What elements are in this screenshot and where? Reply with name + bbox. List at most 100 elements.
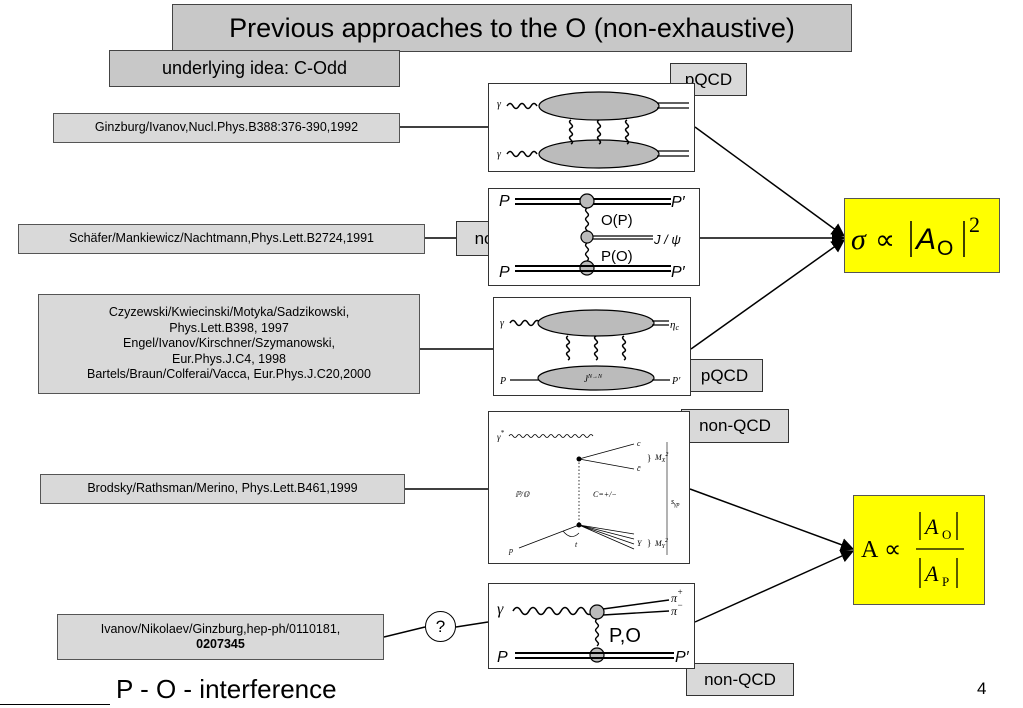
diagram-eta-c-graphic: γ ηc P JN→N P′ (499, 309, 681, 391)
reference-line: 0207345 (196, 637, 245, 651)
svg-text:}: } (647, 453, 651, 463)
diagram-eta-c: γ ηc P JN→N P′ (493, 297, 691, 396)
reference-schaefer: Schäfer/Mankiewicz/Nachtmann,Phys.Lett.B… (18, 224, 425, 254)
denominator-amplitude: A (923, 561, 939, 586)
diagram-pion-pair-graphic: γ π+ π− P,O P P′ (497, 587, 690, 666)
reference-czyzewski: Czyzewski/Kwiecinski/Motyka/Sadzikowski,… (38, 294, 420, 394)
reference-line: Phys.Lett.B398, 1997 (169, 320, 289, 335)
reference-line: Bartels/Braun/Colferai/Vacca, Eur.Phys.J… (87, 367, 371, 382)
diagram-pion-pair: γ π+ π− P,O P P′ (488, 583, 695, 669)
reference-text: Brodsky/Rathsman/Merino, Phys.Lett.B461,… (87, 481, 358, 496)
diagram-photon-photon-graphic: γ γ (497, 91, 689, 169)
proton-label: P′ (671, 194, 686, 211)
reference-line: Engel/Ivanov/Kirschner/Szymanowski, (123, 336, 335, 351)
svg-text:γ*: γ* (497, 429, 505, 442)
diagram-photon-photon: γ γ (488, 83, 695, 172)
odderon-label: O(P) (601, 212, 633, 229)
page-title: Previous approaches to the O (non-exhaus… (172, 4, 852, 52)
pion-sup: + (677, 587, 683, 597)
diagram-proton-exchange-graphic: P P′ O(P) J / ψ P(O) P P′ (499, 193, 686, 281)
reference-line: Eur.Phys.J.C4, 1998 (172, 351, 286, 366)
exponent: 2 (969, 212, 980, 237)
svg-text:sγp: sγp (671, 497, 680, 508)
charm-label: c (637, 439, 641, 448)
pomeron-label: P(O) (601, 248, 633, 265)
svg-text:JN→N: JN→N (584, 374, 603, 384)
svg-text:π+: π+ (671, 587, 683, 605)
amplitude-subscript: O (937, 237, 953, 260)
my-label: M (654, 539, 663, 548)
reference-ivanov-nikolaev: Ivanov/Nikolaev/Ginzburg,hep-ph/0110181,… (57, 614, 384, 660)
diagram-charm-production: γ* c c̄ } MX2 ℙ/𝕆 C=+/− sγp p t Y } MY2 (488, 411, 690, 564)
mx-label: M (654, 453, 663, 462)
gamma-label: γ (497, 149, 502, 160)
subtitle: underlying idea: C-Odd (109, 50, 400, 87)
tag-nonqcd-bottom: non-QCD (686, 663, 794, 696)
proportional-symbol: ∝ (884, 537, 901, 563)
svg-text:MX2: MX2 (654, 452, 668, 464)
reference-line: Ivanov/Nikolaev/Ginzburg,hep-ph/0110181, (100, 621, 341, 636)
tag-pqcd-top: pQCD (670, 63, 747, 96)
formula-cross-section-graphic: σ ∝ A O 2 (851, 212, 980, 260)
gamma-label: γ (497, 99, 502, 110)
underline-mark (0, 704, 110, 705)
reference-text: Ginzburg/Ivanov,Nucl.Phys.B388:376-390,1… (94, 120, 359, 135)
my-sup: 2 (665, 538, 668, 544)
pion-sup: − (677, 600, 683, 610)
reference-brodsky: Brodsky/Rathsman/Merino, Phys.Lett.B461,… (40, 474, 405, 504)
anticharm-label: c̄ (637, 464, 641, 473)
interference-label: P - O - interference (116, 674, 337, 704)
proton-label: P′ (671, 376, 681, 387)
sigma-symbol: σ (851, 223, 867, 256)
pomeron-odderon-label: ℙ/𝕆 (515, 490, 530, 499)
blob-label: J (584, 374, 589, 384)
reference-text: Schäfer/Mankiewicz/Nachtmann,Phys.Lett.B… (68, 231, 375, 246)
question-circle: ? (425, 611, 456, 642)
svg-text:}: } (647, 538, 651, 548)
tag-pqcd-third: pQCD (686, 359, 763, 392)
diagram-proton-exchange: P P′ O(P) J / ψ P(O) P P′ (488, 188, 700, 286)
amplitude-symbol: A (914, 223, 936, 256)
gamma-label: γ (497, 601, 504, 618)
eta-label: η (670, 319, 675, 331)
proton-label: P (499, 193, 510, 210)
pion-label: π (671, 604, 678, 618)
numerator-subscript: O (942, 527, 951, 542)
formula-cross-section: σ ∝ A O 2 (844, 198, 1000, 273)
svg-text:ηc: ηc (670, 319, 679, 332)
proportional-symbol: ∝ (875, 225, 895, 256)
page-number: 4 (977, 679, 987, 698)
proton-label: P (497, 649, 508, 666)
svg-text:π−: π− (671, 600, 683, 618)
gamma-label: γ (500, 318, 505, 329)
proton-label: P′ (675, 649, 690, 666)
question-mark-text: ? (435, 616, 446, 636)
proton-label: P (499, 264, 510, 281)
exchange-label: P,O (609, 625, 641, 647)
eta-sub: c (675, 323, 679, 332)
mx-sub: X (661, 458, 666, 464)
denominator-subscript: P (942, 574, 949, 589)
pion-label: π (671, 591, 678, 605)
gamma-label: γ (497, 432, 501, 442)
proton-label: P′ (671, 264, 686, 281)
t-label: t (575, 540, 578, 549)
blob-sup: N→N (587, 374, 603, 380)
s-label: s (671, 497, 674, 506)
reference-line: Czyzewski/Kwiecinski/Motyka/Sadzikowski, (108, 305, 350, 320)
numerator-amplitude: A (923, 514, 939, 539)
formula-asymmetry-graphic: A ∝ A O A P (861, 512, 964, 589)
my-sub: Y (662, 544, 666, 550)
diagram-charm-production-graphic: γ* c c̄ } MX2 ℙ/𝕆 C=+/− sγp p t Y } MY2 (497, 429, 680, 555)
gamma-sup: * (501, 429, 505, 437)
jpsi-label: J / ψ (653, 232, 681, 247)
proton-label: P (499, 376, 506, 387)
svg-text:MY2: MY2 (654, 538, 668, 550)
s-sub: γp (674, 502, 679, 508)
formula-asymmetry: A ∝ A O A P (853, 495, 985, 605)
reference-ginzburg-ivanov: Ginzburg/Ivanov,Nucl.Phys.B388:376-390,1… (53, 113, 400, 143)
y-label: Y (637, 539, 643, 548)
asymmetry-symbol: A (861, 537, 879, 563)
c-parity-label: C=+/− (593, 490, 617, 499)
